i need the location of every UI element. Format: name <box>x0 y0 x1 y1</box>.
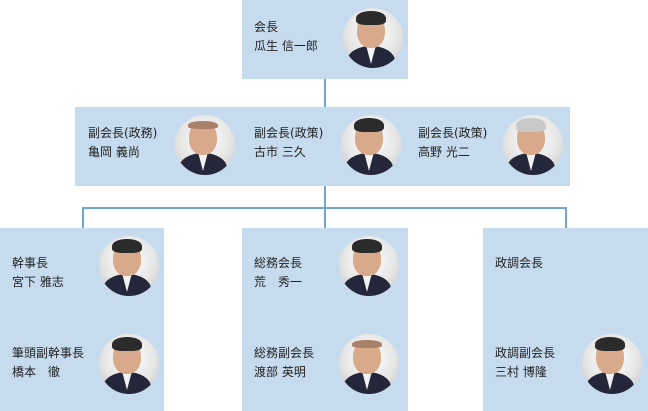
vice-presidents-box <box>75 107 570 186</box>
secretary-general-name: 宮下 雅志 <box>12 275 64 289</box>
vice-president-1-name: 亀岡 義尚 <box>88 145 140 159</box>
secretary-general-label: 幹事長 宮下 雅志 <box>12 254 64 292</box>
vice-president-1-title: 副会長(政務) <box>88 126 158 140</box>
general-council-chair-label: 総務会長 荒 秀一 <box>254 254 302 292</box>
policy-research-chair-label: 政調会長 <box>495 254 543 273</box>
vice-president-2-title: 副会長(政策) <box>254 126 324 140</box>
president-portrait-photo <box>343 8 403 68</box>
connector-branch-center <box>324 207 326 228</box>
connector-president-down <box>324 79 326 107</box>
president-title: 会長 <box>254 20 279 34</box>
vice-president-3-title: 副会長(政策) <box>418 126 488 140</box>
vice-president-3-name: 高野 光二 <box>418 145 470 159</box>
general-council-chair-title: 総務会長 <box>254 256 303 270</box>
policy-research-chair-title: 政調会長 <box>495 256 544 270</box>
vice-president-3-portrait-photo <box>503 115 563 175</box>
deputy-secretary-general-label: 筆頭副幹事長 橋本 徹 <box>12 344 84 382</box>
connector-branch-left <box>82 207 84 228</box>
connector-vp-down <box>324 186 326 208</box>
vice-president-1-portrait-photo <box>175 115 235 175</box>
secretary-general-title: 幹事長 <box>12 256 49 270</box>
general-council-vice-chair-title: 総務副会長 <box>254 346 315 360</box>
policy-research-vice-chair-name: 三村 博隆 <box>495 365 547 379</box>
general-council-chair-portrait-photo <box>339 236 399 296</box>
general-council-vice-chair-label: 総務副会長 渡部 英明 <box>254 344 314 382</box>
president-name: 瓜生 信一郎 <box>254 39 318 53</box>
secretary-general-portrait-photo <box>99 236 159 296</box>
vice-president-1-label: 副会長(政務) 亀岡 義尚 <box>88 124 157 162</box>
general-council-vice-chair-portrait-photo <box>339 334 399 394</box>
vice-president-2-portrait-photo <box>341 115 401 175</box>
policy-research-vice-chair-label: 政調副会長 三村 博隆 <box>495 344 555 382</box>
vice-president-2-name: 古市 三久 <box>254 145 306 159</box>
policy-research-vice-chair-title: 政調副会長 <box>495 346 556 360</box>
general-council-chair-name: 荒 秀一 <box>254 275 303 289</box>
general-council-vice-chair-name: 渡部 英明 <box>254 365 306 379</box>
policy-research-vice-chair-portrait-photo <box>582 334 642 394</box>
vice-president-2-label: 副会長(政策) 古市 三久 <box>254 124 323 162</box>
vice-president-3-label: 副会長(政策) 高野 光二 <box>418 124 487 162</box>
connector-branch-right <box>565 207 567 228</box>
deputy-secretary-general-title: 筆頭副幹事長 <box>12 346 85 360</box>
president-label: 会長 瓜生 信一郎 <box>254 18 318 56</box>
deputy-secretary-general-portrait-photo <box>99 334 159 394</box>
deputy-secretary-general-name: 橋本 徹 <box>12 365 61 379</box>
